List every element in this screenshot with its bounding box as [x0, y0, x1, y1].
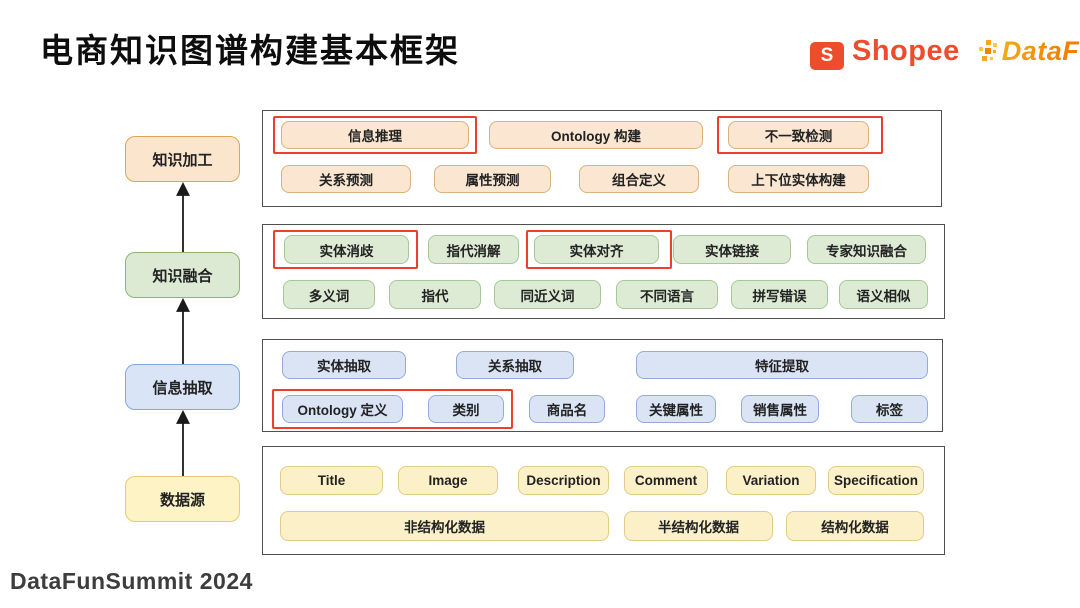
- datafun-logo: DataFun.: [976, 36, 1080, 67]
- datafun-logo-text: DataFun.: [1002, 36, 1080, 67]
- node-entity-extraction: 实体抽取: [282, 351, 406, 379]
- node-info-reasoning: 信息推理: [281, 121, 469, 149]
- node-relation-predict: 关系预测: [281, 165, 411, 193]
- panel-data-source: Title Image Description Comment Variatio…: [262, 446, 945, 555]
- node-variation: Variation: [726, 466, 816, 495]
- node-composition-define: 组合定义: [579, 165, 699, 193]
- node-entity-disambiguation: 实体消歧: [284, 235, 409, 264]
- node-product-name: 商品名: [529, 395, 605, 423]
- node-relation-extraction: 关系抽取: [456, 351, 574, 379]
- node-tag: 标签: [851, 395, 928, 423]
- stage-knowledge-processing: 知识加工: [125, 136, 240, 182]
- datafun-dots-icon: [978, 40, 997, 61]
- node-image: Image: [398, 466, 498, 495]
- shopee-bag-icon: S: [810, 32, 844, 70]
- node-hypernym-entity-build: 上下位实体构建: [728, 165, 869, 193]
- stage-info-extraction: 信息抽取: [125, 364, 240, 410]
- node-ontology-build: Ontology 构建: [489, 121, 703, 149]
- highlight-frame-inconsistency-detect: [717, 116, 883, 154]
- node-sales-attribute: 销售属性: [741, 395, 819, 423]
- node-comment: Comment: [624, 466, 708, 495]
- stage-data-source: 数据源: [125, 476, 240, 522]
- node-structured-data: 结构化数据: [786, 511, 924, 541]
- node-attribute-predict: 属性预测: [434, 165, 551, 193]
- shopee-logo-text: Shopee: [852, 34, 960, 67]
- logo-area: S Shopee DataFun.: [810, 26, 1080, 76]
- node-spelling-error: 拼写错误: [731, 280, 828, 309]
- highlight-frame-ontology-category: [272, 389, 513, 429]
- panel-knowledge-fusion: 实体消歧 指代消解 实体对齐 实体链接 专家知识融合 多义词 指代 同近义词 不…: [262, 224, 945, 319]
- node-inconsistency-detect: 不一致检测: [728, 121, 869, 149]
- highlight-frame-entity-alignment: [526, 230, 672, 269]
- node-title: Title: [280, 466, 383, 495]
- node-description: Description: [518, 466, 609, 495]
- page-title: 电商知识图谱构建基本框架: [40, 32, 460, 69]
- node-ontology-definition: Ontology 定义: [282, 395, 403, 423]
- node-coreference-resolution: 指代消解: [428, 235, 519, 264]
- highlight-frame-info-reasoning: [273, 116, 477, 154]
- highlight-frame-entity-disambiguation: [273, 230, 418, 269]
- node-different-language: 不同语言: [616, 280, 718, 309]
- node-synonym: 同近义词: [494, 280, 601, 309]
- node-category: 类别: [428, 395, 504, 423]
- panel-info-extraction: 实体抽取 关系抽取 特征提取 Ontology 定义 类别 商品名 关键属性 销…: [262, 339, 943, 432]
- panel-knowledge-processing: 信息推理 Ontology 构建 不一致检测 关系预测 属性预测 组合定义 上下…: [262, 110, 942, 207]
- node-key-attribute: 关键属性: [636, 395, 716, 423]
- node-reference: 指代: [389, 280, 481, 309]
- node-feature-extraction: 特征提取: [636, 351, 928, 379]
- node-entity-alignment: 实体对齐: [534, 235, 659, 264]
- stage-knowledge-fusion: 知识融合: [125, 252, 240, 298]
- node-expert-knowledge-fusion: 专家知识融合: [807, 235, 926, 264]
- footer-watermark: DataFunSummit 2024: [10, 568, 253, 594]
- node-polysemy: 多义词: [283, 280, 375, 309]
- node-semi-structured-data: 半结构化数据: [624, 511, 773, 541]
- node-semantic-similarity: 语义相似: [839, 280, 928, 309]
- node-specification: Specification: [828, 466, 924, 495]
- node-unstructured-data: 非结构化数据: [280, 511, 609, 541]
- node-entity-linking: 实体链接: [673, 235, 791, 264]
